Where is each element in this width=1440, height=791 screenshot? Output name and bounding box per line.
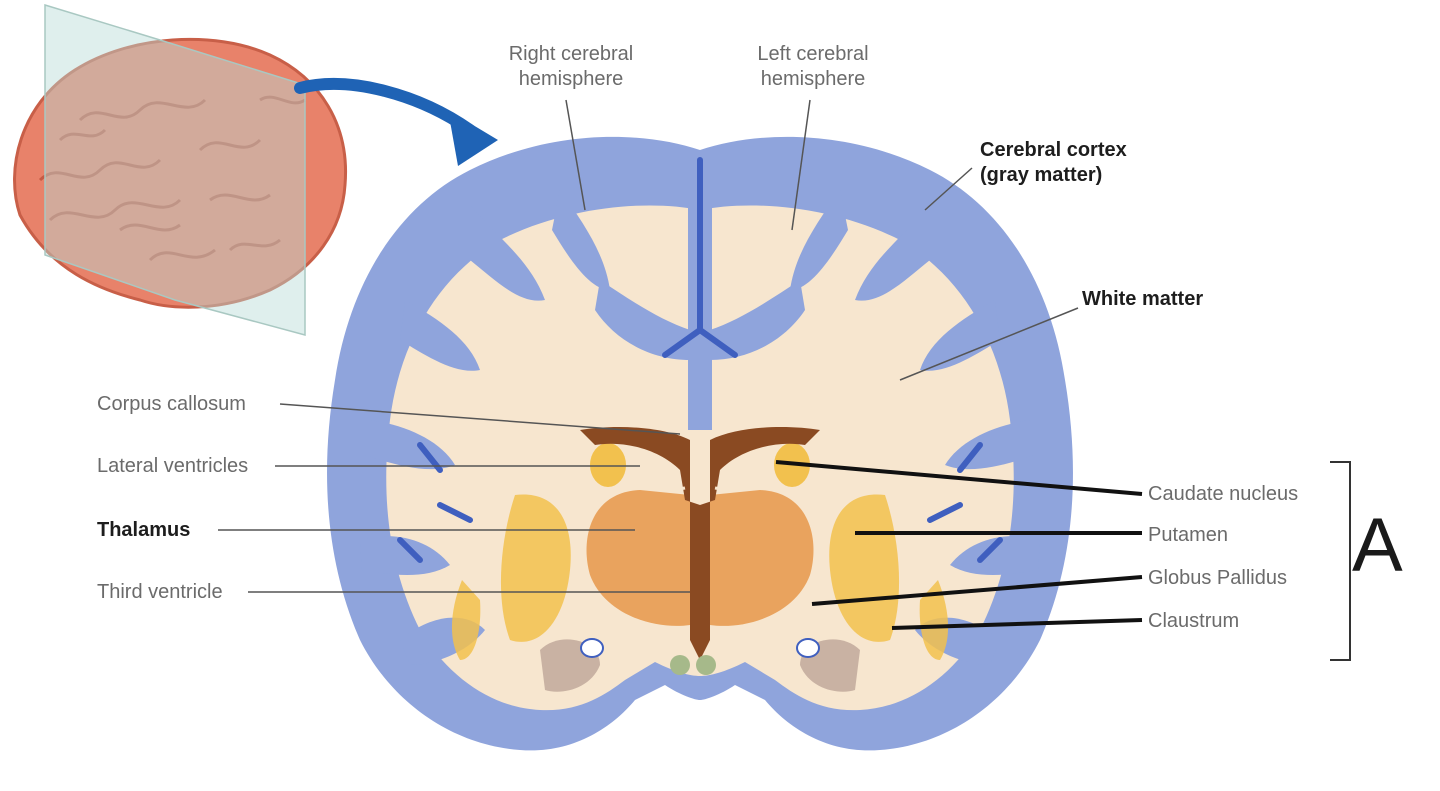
bracket-label: A bbox=[1352, 503, 1403, 588]
label-cerebral-cortex: Cerebral cortex (gray matter) bbox=[980, 139, 1127, 186]
label-left-cerebral-hemisphere: Left cerebral hemisphere bbox=[757, 43, 869, 90]
label-globus-pallidus: Globus Pallidus bbox=[1148, 567, 1287, 589]
label-lateral-ventricles: Lateral ventricles bbox=[97, 455, 249, 477]
label-white-matter: White matter bbox=[1082, 288, 1204, 310]
leader-lines bbox=[218, 99, 1351, 661]
label-right-cerebral-hemisphere: Right cerebral hemisphere bbox=[508, 43, 634, 90]
label-claustrum: Claustrum bbox=[1148, 610, 1240, 632]
label-third-ventricle: Third ventricle bbox=[97, 581, 223, 603]
whole-brain-illustration bbox=[13, 3, 498, 336]
label-caudate-nucleus: Caudate nucleus bbox=[1148, 483, 1299, 505]
label-putamen: Putamen bbox=[1148, 524, 1229, 546]
label-corpus-callosum: Corpus callosum bbox=[97, 393, 246, 415]
coronal-section bbox=[327, 136, 1073, 751]
label-thalamus: Thalamus bbox=[97, 519, 191, 541]
